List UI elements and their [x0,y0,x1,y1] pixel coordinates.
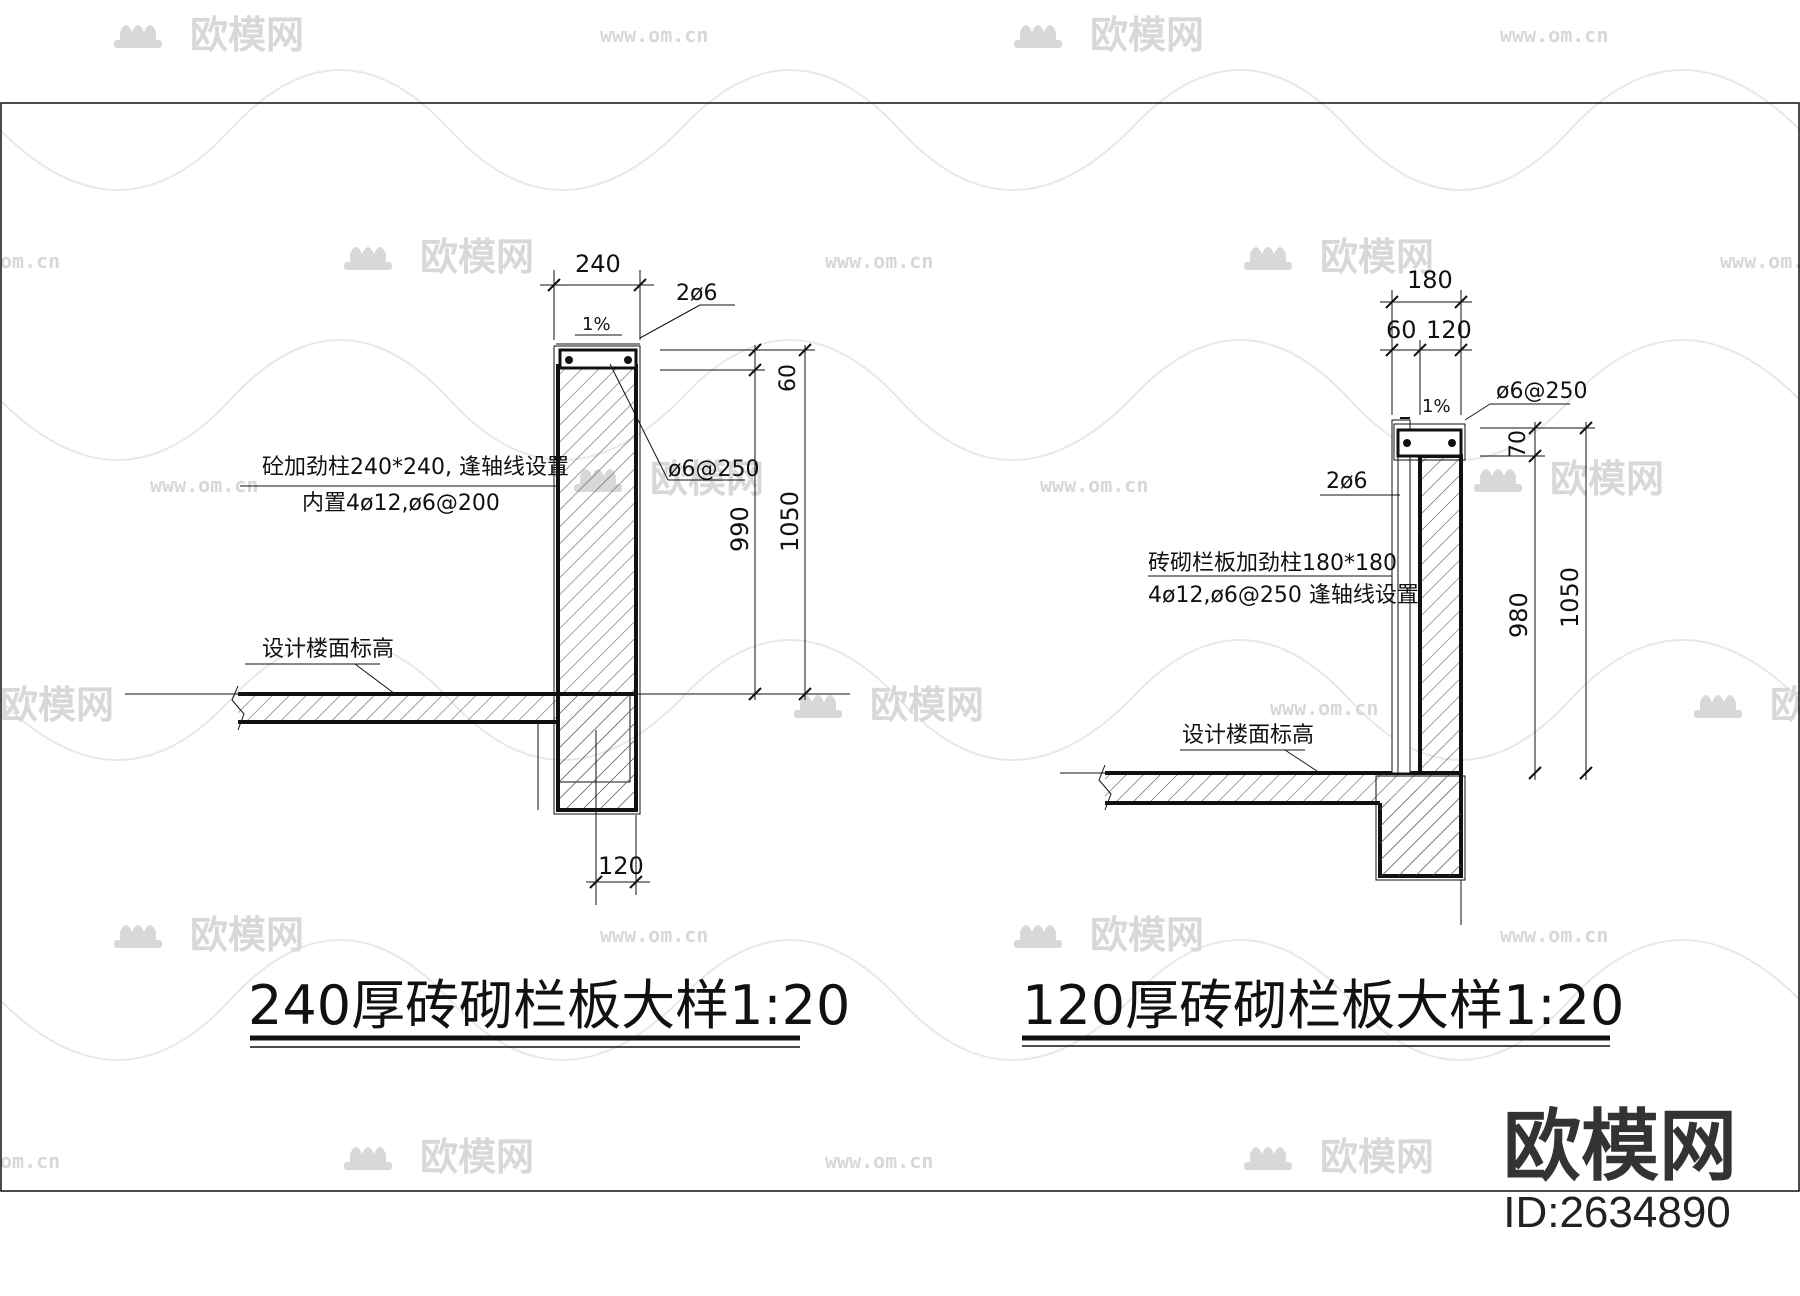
watermark-url: www.om.cn [1500,923,1608,947]
watermark-url: www.om.cn [1270,696,1378,720]
watermark-brand: 欧模网 [420,1135,534,1179]
watermark-url: www.om.cn [825,249,933,273]
watermark-brand: 欧模网 [650,457,764,501]
detail-240-labels: 240 2ø6 1% ø6@250 砼加劲柱240*240, 逢轴线设置 内置4… [248,250,850,1037]
detail-120-labels: 180 60 120 ø6@250 1% 2ø6 砖砌栏板加劲柱180*180 … [1022,266,1624,1037]
watermark-brand: 欧模网 [190,13,304,57]
dim-width-240: 240 [575,250,621,278]
rebar-top-240: 2ø6 [676,281,717,306]
dim-top-band-120: 70 [1506,430,1531,458]
watermark-url: om.cn [0,249,60,273]
watermark-url: www.om.cn [1040,473,1148,497]
dim-top-band-240: 60 [776,364,801,392]
watermark-brand: 欧模网 [1090,13,1204,57]
watermark-brand: 欧模网 [420,235,534,279]
detail-120 [1022,290,1610,1047]
title-120: 120厚砖砌栏板大样1:20 [1022,974,1624,1037]
watermark-brand: 欧模网 [1770,683,1800,727]
watermark-brand: 欧模网 [1090,913,1204,957]
detail-240 [125,270,850,1048]
parapet-wall-120 [1418,454,1463,775]
column-note-120-l1: 砖砌栏板加劲柱180*180 [1148,551,1397,576]
floor-label-120: 设计楼面标高 [1182,723,1314,748]
watermark-url: www.om.cn [825,1149,933,1173]
slope-240: 1% [582,314,611,335]
watermark-brand: 欧模网 [0,683,114,727]
drawing-frame [0,102,1800,1192]
watermark-url: www.om.cn [600,923,708,947]
dim-right-120: 120 [1426,316,1472,344]
parapet-facing-120 [1391,419,1411,774]
stirrup-120: ø6@250 [1496,379,1587,404]
watermark-brand: 欧模网 [870,683,984,727]
watermark-url: www.om.cn [1720,249,1800,273]
column-note-240-l2: 内置4ø12,ø6@200 [302,491,500,516]
rebar-top-120: 2ø6 [1326,469,1367,494]
dim-height-total-240: 1050 [776,491,804,552]
floor-label-240: 设计楼面标高 [262,637,394,662]
stirrup-240: ø6@250 [668,457,759,482]
slope-120: 1% [1422,396,1451,417]
dim-height-inner-120: 980 [1505,592,1533,638]
brand-id: ID:2634890 [1503,1188,1731,1237]
watermark-url: om.cn [0,1149,60,1173]
watermark-url: www.om.cn [1500,23,1608,47]
dim-width-120: 180 [1407,266,1453,294]
column-note-240-l1: 砼加劲柱240*240, 逢轴线设置 [262,455,569,480]
watermark-brand: 欧模网 [1320,1135,1434,1179]
brand-logo-text: 欧模网 [1502,1102,1737,1192]
watermark-url: www.om.cn [600,23,708,47]
dim-height-total-120: 1050 [1556,567,1584,628]
title-240: 240厚砖砌栏板大样1:20 [248,974,850,1037]
dim-bottom-240: 120 [598,852,644,880]
watermark-url: www.om.cn [150,473,258,497]
dim-left-120: 60 [1386,316,1417,344]
column-note-120-l2: 4ø12,ø6@250 逢轴线设置 [1148,583,1419,608]
coping-240 [558,348,638,370]
watermark-brand: 欧模网 [1320,235,1434,279]
dim-height-inner-240: 990 [726,506,754,552]
watermark-brand: 欧模网 [1550,457,1664,501]
watermark-brand: 欧模网 [190,913,304,957]
